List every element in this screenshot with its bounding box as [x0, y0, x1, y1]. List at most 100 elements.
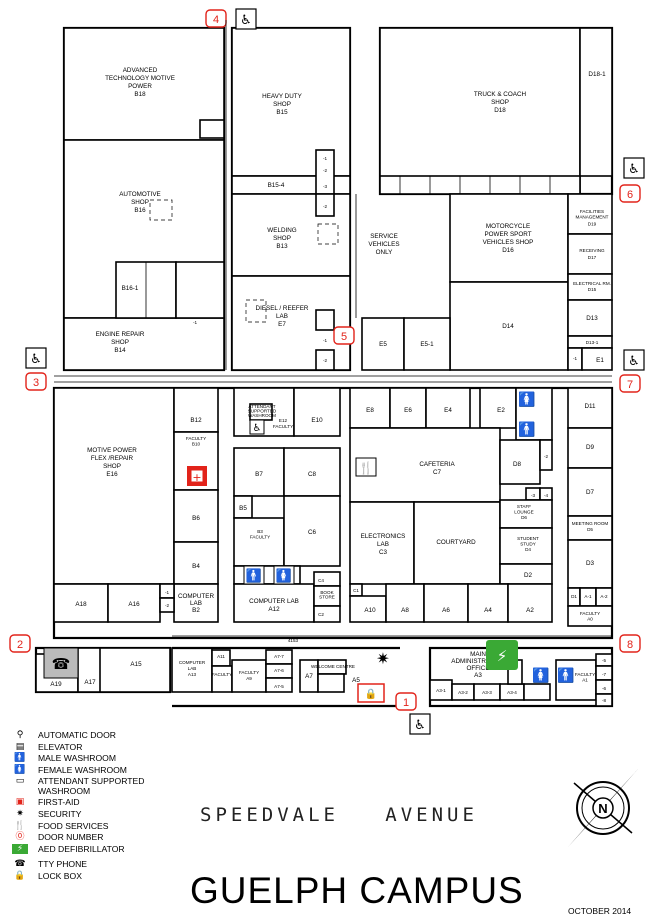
room-e5: E5: [379, 341, 387, 348]
compass-north-label: N: [598, 801, 607, 816]
wheelchair-icon: ♿: [623, 349, 645, 371]
door-marker-4[interactable]: 4: [205, 9, 227, 28]
room-a5: A5: [352, 677, 360, 684]
sub-4-d8: -4: [544, 493, 549, 498]
svg-text:♿: ♿: [628, 162, 640, 177]
north-east-wing: [361, 26, 614, 371]
sub-2-b15: -2: [323, 168, 328, 173]
legend-item: ⚡AED DEFIBRILLATOR: [12, 843, 202, 856]
female-washroom-icon: 🚺: [14, 764, 26, 775]
sub-5: -5: [602, 658, 607, 663]
lock-box-icon: 🔒: [365, 688, 377, 700]
south-strip: [34, 646, 614, 708]
door-marker-6[interactable]: 6: [619, 184, 641, 203]
room-e5-1: E5-1: [420, 341, 434, 348]
room-a8: A8: [401, 607, 409, 614]
room-d9: D9: [586, 444, 595, 451]
street-name: SPEEDVALE AVENUE: [200, 804, 478, 826]
room-d3: D3: [586, 560, 595, 567]
room-b5: B5: [239, 505, 247, 512]
male-washroom-icon: 🚹: [14, 753, 26, 764]
first-aid-icon: +: [192, 471, 201, 484]
aed-icon: ⚡: [12, 843, 28, 854]
room-a3-2: A3-2: [458, 690, 468, 695]
security-icon: ✷: [16, 808, 24, 819]
door-marker-7[interactable]: 7: [619, 374, 641, 393]
room-c8: C8: [308, 471, 317, 478]
room-c6: C6: [308, 529, 317, 536]
room-d1: D1: [571, 594, 577, 599]
room-a2: A2: [526, 607, 534, 614]
door-marker-8[interactable]: 8: [619, 634, 641, 653]
sub-2-e7: -2: [323, 358, 328, 363]
legend-item: ☎TTY PHONE: [12, 859, 202, 871]
legend-item: ▤ELEVATOR: [12, 742, 202, 754]
room-a4: A4: [484, 607, 492, 614]
room-a11: A11: [217, 654, 225, 659]
room-d7: D7: [586, 489, 595, 496]
door-marker-2[interactable]: 2: [9, 634, 31, 653]
sub-8: -8: [602, 698, 607, 703]
food-services-icon: 🍴: [14, 820, 26, 831]
room-b15-4: B15-4: [268, 182, 285, 189]
sub-2-d8: -2: [544, 454, 549, 459]
svg-text:7: 7: [627, 379, 633, 391]
security-icon: ✷: [376, 649, 389, 668]
sub-2-a16: -2: [165, 603, 170, 608]
room-a3-3: A3-3: [482, 690, 492, 695]
corridors: [54, 20, 612, 637]
svg-text:♿: ♿: [414, 718, 426, 733]
wheelchair-icon: ♿: [25, 347, 47, 369]
door-marker-1[interactable]: 1: [395, 692, 417, 711]
room-b12: B12: [190, 417, 202, 424]
room-a-1: A-1: [584, 594, 592, 599]
door-marker-5[interactable]: 5: [333, 326, 355, 345]
room-e4: E4: [444, 407, 452, 414]
room-e8: E8: [366, 407, 374, 414]
svg-text:♿: ♿: [628, 354, 640, 369]
door-marker-3[interactable]: 3: [25, 372, 47, 391]
sub-1-e1: -1: [573, 356, 578, 361]
faculty-a11: FACULTY: [212, 672, 232, 677]
male-washroom-icon: 🚹: [246, 568, 262, 584]
room-a7: A7: [305, 673, 313, 680]
sub-6: -6: [602, 686, 607, 691]
map-date: OCTOBER 2014: [568, 906, 632, 916]
room-a16: A16: [128, 601, 140, 608]
legend-item: ⚲AUTOMATIC DOOR: [12, 730, 202, 742]
first-aid-icon: ▣: [15, 797, 25, 808]
sub-2-b13: -2: [323, 204, 328, 209]
svg-text:8: 8: [627, 639, 633, 651]
sub-1-b14: -1: [193, 320, 198, 325]
room-a18: A18: [75, 601, 87, 608]
svg-text:3: 3: [33, 377, 39, 389]
room-a7-5: A7-5: [274, 684, 284, 689]
room-c1: C1: [353, 588, 359, 593]
courtyard: COURTYARD: [436, 539, 476, 546]
map-title: GUELPH CAMPUS: [190, 870, 524, 911]
room-a7-6: A7-6: [274, 668, 284, 673]
room-d2: D2: [524, 572, 533, 579]
female-washroom-icon: 🚺: [532, 667, 549, 684]
room-d18-1: D18-1: [588, 71, 606, 78]
room-d13-1: D13-1: [586, 340, 599, 345]
room-a6: A6: [442, 607, 450, 614]
